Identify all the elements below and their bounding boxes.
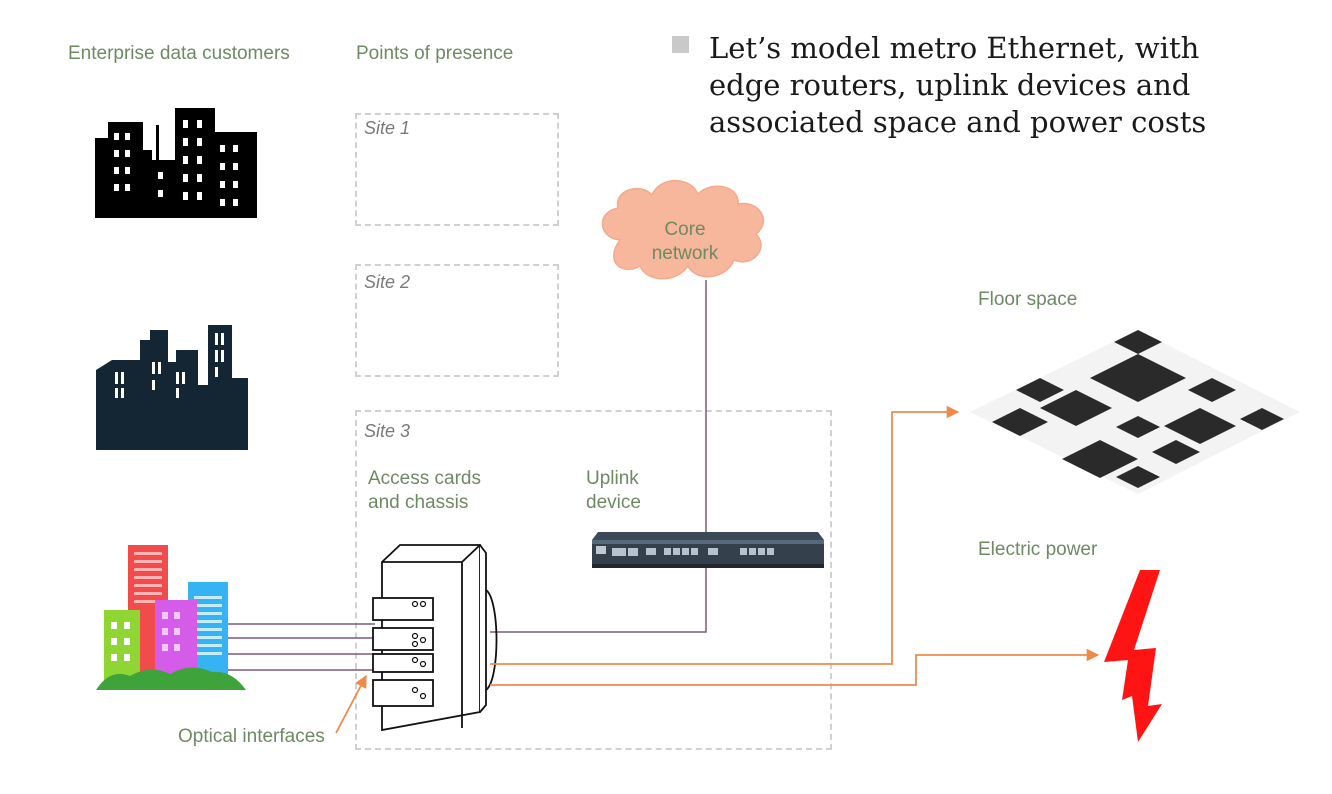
bullet-square-icon (672, 36, 689, 53)
site-2-box (355, 264, 559, 377)
uplink-rack-connector (490, 568, 707, 633)
floor-space-connector (490, 405, 960, 665)
core-network-label: Core network (651, 219, 719, 264)
uplink-device-label: Uplink device (586, 468, 641, 513)
floor-space-label: Floor space (978, 289, 1078, 310)
access-cards-label: Access cards and chassis (368, 468, 481, 513)
site-3-box (355, 410, 832, 750)
site-3-label: Site 3 (364, 421, 411, 441)
cloud-icon (601, 180, 765, 280)
customers-heading: Enterprise data customers (68, 43, 290, 64)
site-2-label: Site 2 (364, 272, 411, 292)
colorful-buildings-icon (96, 545, 246, 690)
optical-interfaces-label: Optical interfaces (178, 726, 325, 747)
electric-power-label: Electric power (978, 539, 1098, 560)
bullet-line-3: associated space and power costs (709, 105, 1207, 139)
router-icon (592, 532, 824, 568)
bullet-line-1: Let’s model metro Ethernet, with (709, 31, 1200, 65)
city-buildings-icon (95, 108, 257, 218)
server-rack-icon (372, 544, 498, 732)
power-connector (490, 648, 1100, 686)
floor-tiles-icon (970, 330, 1300, 494)
factory-buildings-icon (96, 325, 248, 450)
site-1-box (355, 113, 559, 226)
site-1-label: Site 1 (364, 118, 411, 138)
optical-pointer-arrow (335, 674, 367, 734)
optical-lines (228, 623, 375, 671)
bullet-line-2: edge routers, uplink devices and (709, 68, 1191, 102)
lightning-bolt-icon (1104, 570, 1162, 742)
pops-heading: Points of presence (356, 43, 514, 64)
